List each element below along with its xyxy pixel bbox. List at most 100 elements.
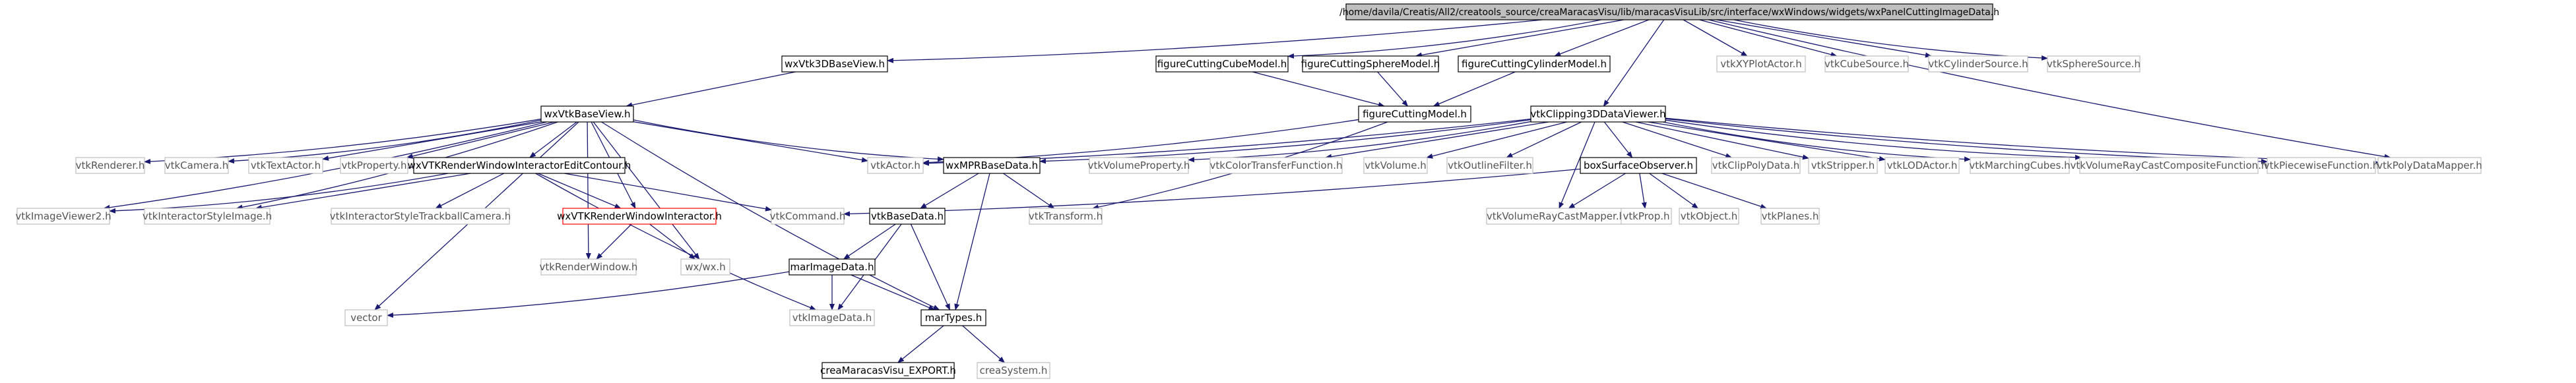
node-vtkproperty-h[interactable]: vtkProperty.h xyxy=(340,157,408,174)
node-vtkactor-h[interactable]: vtkActor.h xyxy=(867,157,924,174)
node-box xyxy=(943,157,1041,174)
node-wxvtkrenderwindowinteractoreditcontour-h[interactable]: wxVTKRenderWindowInteractorEditContour.h xyxy=(408,157,631,174)
node-box xyxy=(1621,208,1672,225)
edge-root-to-figCylinder xyxy=(1554,19,1650,57)
node-vtkbasedata-h[interactable]: vtkBaseData.h xyxy=(869,208,946,225)
node-box xyxy=(16,208,110,225)
edge-wxVTKRWIEC-to-vtkInteractorStyleImage xyxy=(255,173,471,210)
node-label: figureCuttingModel.h xyxy=(1363,108,1467,120)
node-box xyxy=(413,157,626,174)
node-vtkmarchingcubes-h[interactable]: vtkMarchingCubes.h xyxy=(1969,157,2071,174)
node-vtkcubesource-h[interactable]: vtkCubeSource.h xyxy=(1824,55,1909,73)
node-marimagedata-h[interactable]: marImageData.h xyxy=(789,258,876,276)
node-vtkimagedata-h[interactable]: vtkImageData.h xyxy=(789,309,875,326)
node-creasystem-h[interactable]: creaSystem.h xyxy=(977,362,1050,379)
node-vtkcommand-h[interactable]: vtkCommand.h xyxy=(770,208,846,225)
node-figurecuttingcubemodel-h[interactable]: figureCuttingCubeModel.h xyxy=(1155,55,1289,73)
node-vtktransform-h[interactable]: vtkTransform.h xyxy=(1029,208,1103,225)
node-label: vtkVolume.h xyxy=(1365,160,1427,171)
node-box xyxy=(1302,55,1439,73)
edge-figSphere-to-figModel xyxy=(1377,71,1409,107)
node-box xyxy=(1928,55,2028,73)
node-vtkclippolydata-h[interactable]: vtkClipPolyData.h xyxy=(1711,157,1801,174)
node-wxvtkrenderwindowinteractor-h[interactable]: wxVTKRenderWindowInteractor.h xyxy=(557,208,722,225)
node-vtkrenderer-h[interactable]: vtkRenderer.h xyxy=(75,157,145,174)
node-label: vtkRenderWindow.h xyxy=(540,261,638,273)
node-vtkinteractorstyleimage-h[interactable]: vtkInteractorStyleImage.h xyxy=(143,208,272,225)
node-vtkvolumeproperty-h[interactable]: vtkVolumeProperty.h xyxy=(1088,157,1190,174)
edge-wxVtkBaseView-to-vtkTextActor xyxy=(322,121,542,161)
node-vtktextactor-h[interactable]: vtkTextActor.h xyxy=(248,157,323,174)
node-vtkprop-h[interactable]: vtkProp.h xyxy=(1621,208,1672,225)
edge-wxVTKRWIEC-to-vtkImageViewer2 xyxy=(109,173,449,214)
node-vtklodactor-h[interactable]: vtkLODActor.h xyxy=(1884,157,1960,174)
node-vtkcolortransferfunction-h[interactable]: vtkColorTransferFunction.h xyxy=(1209,157,1343,174)
node-vtkvolume-h[interactable]: vtkVolume.h xyxy=(1363,157,1428,174)
node-box xyxy=(789,309,875,326)
node-vtkplanes-h[interactable]: vtkPlanes.h xyxy=(1760,208,1820,225)
node-label: marTypes.h xyxy=(925,312,982,324)
node-vtkinteractorstyletrackballcamera-h[interactable]: vtkInteractorStyleTrackballCamera.h xyxy=(330,208,511,225)
node-box xyxy=(1824,55,1909,73)
edge-wxVtkBaseView-to-marTypes xyxy=(601,121,940,310)
node-label: vtkCubeSource.h xyxy=(1824,58,1909,70)
node-creamaracasvisu-export-h[interactable]: creaMaracasVisu_EXPORT.h xyxy=(820,362,956,379)
edge-vtkClipping3D-to-vtkPiecewiseFunction xyxy=(1665,118,2268,164)
node-vtkxyplotactor-h[interactable]: vtkXYPlotActor.h xyxy=(1716,55,1806,73)
node-wx-wx-h[interactable]: wx/wx.h xyxy=(680,258,730,276)
node-box xyxy=(1808,157,1878,174)
edge-vtkClipping3D-to-vtkOutlineFilter xyxy=(1506,121,1582,158)
node-label: vtkCylinderSource.h xyxy=(1928,58,2028,70)
node-label: /home/davila/Creatis/All2/creatools_sour… xyxy=(1339,7,1999,18)
node-vtkrenderwindow-h[interactable]: vtkRenderWindow.h xyxy=(540,258,638,276)
node-vtkclipping3ddataviewer-h[interactable]: vtkClipping3DDataViewer.h xyxy=(1530,105,1666,123)
node-vtkpolydatamapper-h[interactable]: vtkPolyDataMapper.h xyxy=(2377,157,2482,174)
edge-wxMPRBaseData-to-vtkBaseData xyxy=(920,173,979,209)
node-label: vtkObject.h xyxy=(1681,210,1738,222)
node-box xyxy=(164,157,229,174)
node-wxvtkbaseview-h[interactable]: wxVtkBaseView.h xyxy=(540,105,634,123)
node-vtkspheresource-h[interactable]: vtkSphereSource.h xyxy=(2047,55,2141,73)
edge-root-to-figCube xyxy=(1287,19,1602,59)
node-box xyxy=(344,309,388,326)
edge-boxSurfaceObserver-to-vtkVolumeRCM xyxy=(1568,173,1626,209)
node-vtkobject-h[interactable]: vtkObject.h xyxy=(1679,208,1739,225)
nodes-layer: /home/davila/Creatis/All2/creatools_sour… xyxy=(15,3,2482,379)
node-label: vtkVolumeProperty.h xyxy=(1088,160,1190,171)
edge-marTypes-to-creaSystem xyxy=(962,325,1006,363)
node-figurecuttingmodel-h[interactable]: figureCuttingModel.h xyxy=(1358,105,1471,123)
node-vtkcylindersource-h[interactable]: vtkCylinderSource.h xyxy=(1928,55,2028,73)
node-wxvtk3dbaseview-h[interactable]: wxVtk3DBaseView.h xyxy=(781,55,888,73)
node-wxmprbasedata-h[interactable]: wxMPRBaseData.h xyxy=(943,157,1041,174)
node-label: boxSurfaceObserver.h xyxy=(1584,160,1693,171)
node-label: vtkProp.h xyxy=(1623,210,1669,222)
node-vtkcamera-h[interactable]: vtkCamera.h xyxy=(164,157,229,174)
node-label: vtkBaseData.h xyxy=(871,210,944,222)
node-vtkimageviewer2-h[interactable]: vtkImageViewer2.h xyxy=(15,208,112,225)
node-label: vtkClipping3DDataViewer.h xyxy=(1530,108,1665,120)
node-label: vtkImageData.h xyxy=(792,312,872,324)
node-vtkstripper-h[interactable]: vtkStripper.h xyxy=(1808,157,1878,174)
node-label: vtkInteractorStyleTrackballCamera.h xyxy=(330,210,511,222)
edge-wxVtkBaseView-to-wxwx xyxy=(593,121,700,260)
edge-wxVtkBaseView-to-vtkImageViewer2 xyxy=(103,121,547,210)
edge-vtkClipping3D-to-vtkLODActor xyxy=(1648,121,1886,162)
node-vtkoutlinefilter-h[interactable]: vtkOutlineFilter.h xyxy=(1446,157,1533,174)
node-vtkpiecewisefunction-h[interactable]: vtkPiecewiseFunction.h xyxy=(2264,157,2379,174)
edge-marImageData-to-vector xyxy=(387,271,790,318)
node-vector[interactable]: vector xyxy=(344,309,388,326)
node-figurecuttingcylindermodel-h[interactable]: figureCuttingCylinderModel.h xyxy=(1458,55,1611,73)
node-label: wxVtk3DBaseView.h xyxy=(785,58,885,70)
node-home-davila-creatis-all2-creatools-source-creamaracasvisu-lib-maracasvisulib-src-interface-wxwindows-widgets-wxpanelcuttingimagedata-h[interactable]: /home/davila/Creatis/All2/creatools_sour… xyxy=(1339,3,1999,20)
edge-wxMPRBaseData-to-vtkTransform xyxy=(1003,173,1055,209)
node-boxsurfaceobserver-h[interactable]: boxSurfaceObserver.h xyxy=(1580,157,1697,174)
edge-root-to-vtkSphereSource xyxy=(1733,19,2048,61)
node-vtkvolumeraycastcompositefunction-h[interactable]: vtkVolumeRayCastCompositeFunction.h xyxy=(2071,157,2268,174)
node-martypes-h[interactable]: marTypes.h xyxy=(920,309,986,326)
node-figurecuttingspheremodel-h[interactable]: figureCuttingSphereModel.h xyxy=(1301,55,1440,73)
node-label: wxVtkBaseView.h xyxy=(544,108,631,120)
node-vtkvolumeraycastmapper-h[interactable]: vtkVolumeRayCastMapper.h xyxy=(1486,208,1626,225)
node-label: vtkSphereSource.h xyxy=(2047,58,2141,70)
node-label: vtkTransform.h xyxy=(1029,210,1103,222)
edge-vtkClipping3D-to-vtkMarchingCubes xyxy=(1663,121,1971,162)
